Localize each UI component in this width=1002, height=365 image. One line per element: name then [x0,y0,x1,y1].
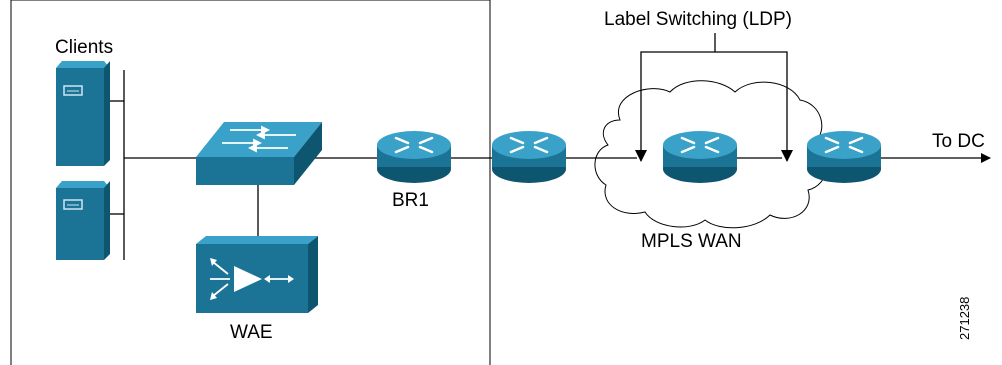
router-icon [377,131,451,183]
mpls-wan-label: MPLS WAN [641,231,742,252]
wae-appliance-icon [196,236,318,313]
to-dc-label: To DC [932,131,985,152]
br1-label: BR1 [392,190,429,211]
router-icon [492,131,566,183]
wae-label: WAE [230,322,273,343]
ldp-arrow-right [781,150,793,162]
clients-label: Clients [55,37,114,58]
ldp-bracket [640,51,788,161]
router-icon [663,131,737,183]
server-tower-icon [56,181,110,260]
workgroup-switch-icon [196,122,322,185]
ldp-arrow-left [635,150,647,162]
figure-id-label: 271238 [957,296,972,340]
label-switching-label: Label Switching (LDP) [604,9,792,30]
server-tower-icon [56,61,110,166]
branch-boundary [10,0,491,365]
links [110,70,991,260]
router-icon [807,131,881,183]
